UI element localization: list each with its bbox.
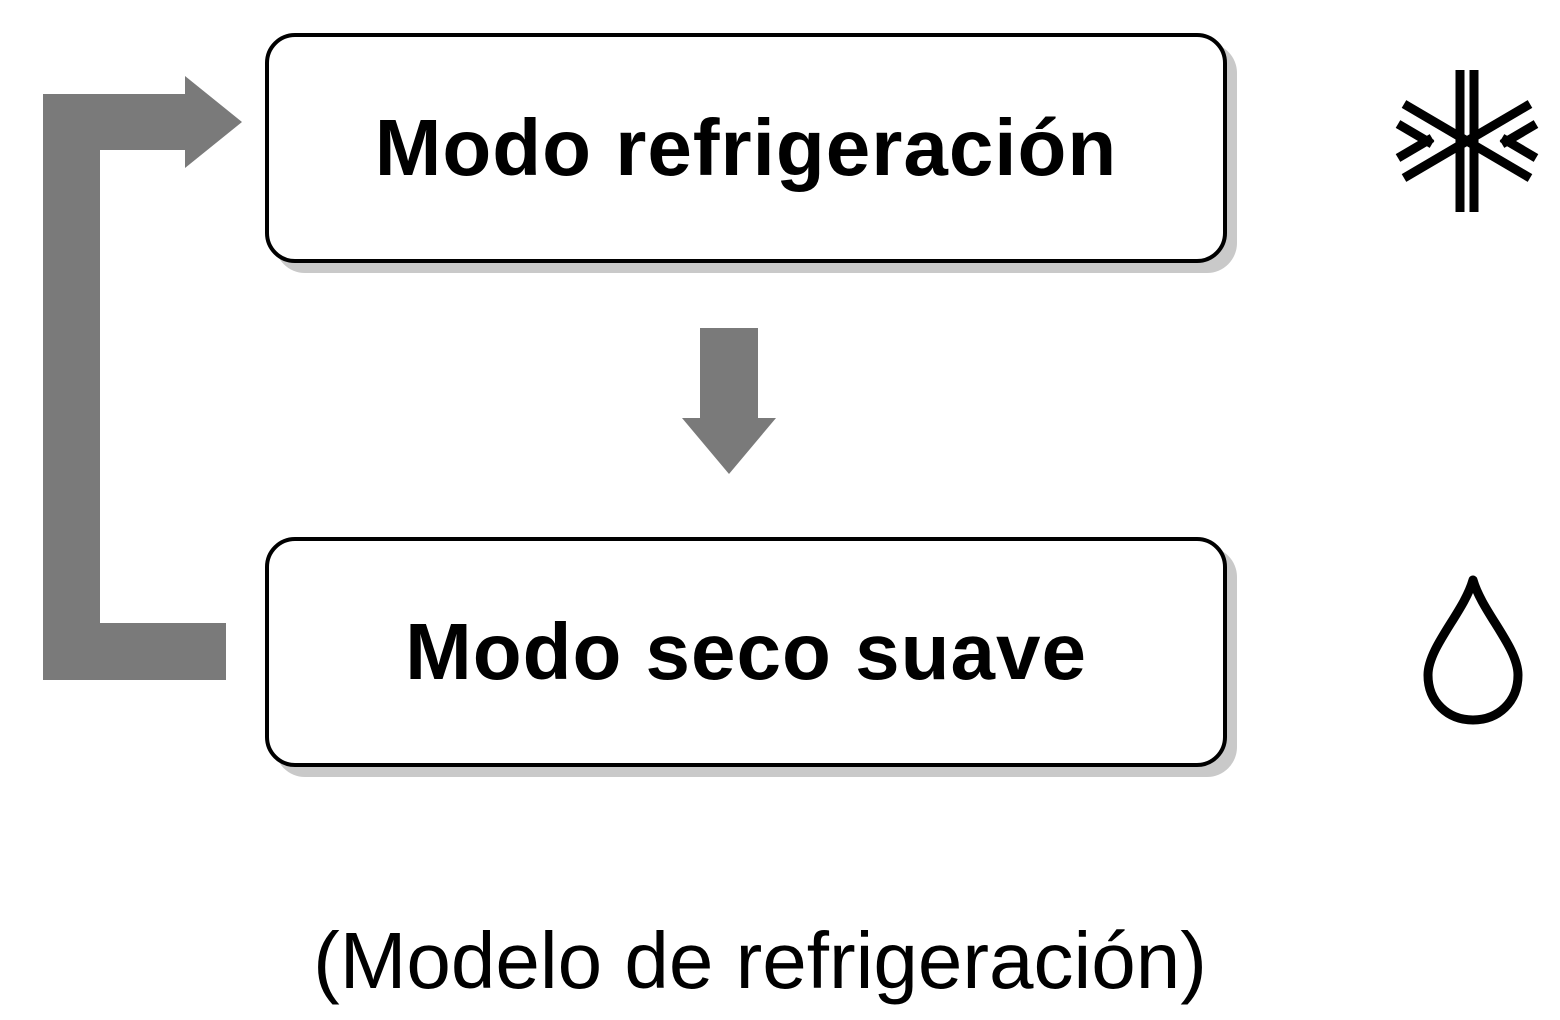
cool-mode-box: Modo refrigeración	[265, 33, 1227, 263]
diagram-caption: (Modelo de refrigeración)	[313, 916, 1207, 1005]
cool-mode-label: Modo refrigeración	[374, 103, 1118, 192]
down-arrow	[682, 328, 776, 474]
dry-mode-label: Modo seco suave	[405, 607, 1087, 696]
loop-back-arrow	[43, 76, 242, 680]
water-drop-icon	[1423, 575, 1523, 725]
snowflake-icon	[1395, 70, 1539, 212]
dry-mode-box: Modo seco suave	[265, 537, 1227, 767]
